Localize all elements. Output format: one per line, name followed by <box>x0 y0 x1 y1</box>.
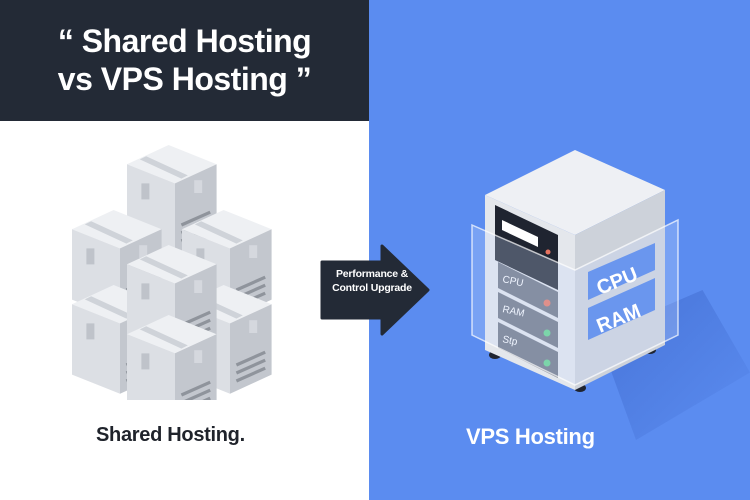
title-line-1: “ Shared Hosting <box>57 23 312 59</box>
svg-text:RAM: RAM <box>501 304 525 319</box>
svg-text:CPU: CPU <box>501 274 524 289</box>
arrow-label: Performance & Control Upgrade <box>322 267 422 295</box>
vps-hosting-caption: VPS Hosting <box>466 424 595 449</box>
arrow-label-line-2: Control Upgrade <box>332 282 412 294</box>
server-icon: CPU RAM Stp CPU RAM <box>471 150 679 392</box>
shared-hosting-caption: Shared Hosting. <box>96 424 245 446</box>
stacked-boxes-icon <box>70 143 274 400</box>
right-arrow-icon <box>320 244 430 336</box>
page-title: “ Shared Hosting vs VPS Hosting ” <box>0 22 369 98</box>
title-line-2: vs VPS Hosting ” <box>57 61 312 97</box>
arrow-label-line-1: Performance & <box>335 268 409 280</box>
title-banner: “ Shared Hosting vs VPS Hosting ” <box>0 0 369 121</box>
svg-text:Stp: Stp <box>501 334 518 348</box>
